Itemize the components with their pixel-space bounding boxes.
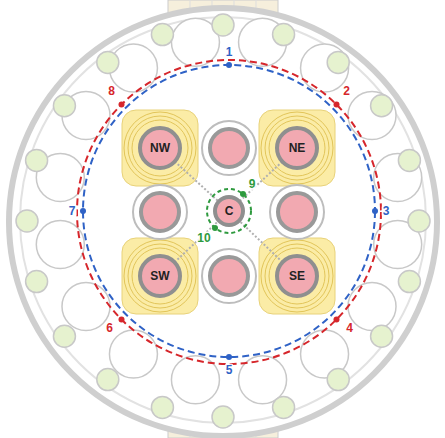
channel-circle xyxy=(62,283,110,331)
channel-circle xyxy=(408,210,430,232)
channel-circle xyxy=(53,325,75,347)
callout-dot xyxy=(226,62,232,68)
channel-circle xyxy=(97,369,119,391)
heater-coil xyxy=(124,112,196,184)
channel-circle xyxy=(151,396,173,418)
callout-number: 3 xyxy=(382,205,391,218)
callout-dot xyxy=(119,317,125,323)
channel-circle xyxy=(371,325,393,347)
channel-circle xyxy=(273,396,295,418)
callout-dot xyxy=(334,102,340,108)
heater-block xyxy=(122,238,198,314)
heater-coil xyxy=(261,240,333,312)
channel-circle xyxy=(301,44,349,92)
fuel-element: SW xyxy=(138,254,182,298)
element-label: NE xyxy=(289,141,306,155)
red-dashed-circle xyxy=(77,60,381,364)
element-circle xyxy=(140,256,180,296)
channel-circle xyxy=(26,149,48,171)
fuel-rod xyxy=(210,257,248,295)
callout-dot xyxy=(80,208,86,214)
element-label: SE xyxy=(289,269,305,283)
channel-circle xyxy=(398,149,420,171)
channel-circle xyxy=(151,24,173,46)
callout-number: 10 xyxy=(196,232,211,245)
channel-circle xyxy=(26,271,48,293)
channel-circle xyxy=(371,95,393,117)
channel-circle xyxy=(348,283,396,331)
fuel-rod xyxy=(141,193,179,231)
callout-number: 8 xyxy=(107,84,116,97)
heater-block xyxy=(122,110,198,186)
green-dashed-circle xyxy=(207,189,251,233)
rod-ring xyxy=(202,121,256,175)
blue-dashed-circle xyxy=(83,65,375,357)
heater-coil xyxy=(265,244,329,308)
callout-dot xyxy=(240,191,246,197)
heater-coil xyxy=(269,248,325,304)
element-circle xyxy=(215,197,243,225)
heater-coil xyxy=(261,112,333,184)
callout-dot xyxy=(226,354,232,360)
inner-vessel xyxy=(20,17,426,423)
callout-number: 6 xyxy=(105,321,114,334)
channel-circle xyxy=(109,330,157,378)
channel-circle xyxy=(53,95,75,117)
callout-dot xyxy=(212,225,218,231)
rod-ring xyxy=(133,185,187,239)
element-circle xyxy=(277,128,317,168)
channel-circle xyxy=(398,271,420,293)
outer-vessel xyxy=(9,8,437,436)
element-label: C xyxy=(225,204,234,218)
channel-circle xyxy=(212,406,234,428)
channel-circle xyxy=(212,14,234,36)
callout-number: 7 xyxy=(68,205,77,218)
rod-ring xyxy=(270,185,324,239)
element-circle xyxy=(140,128,180,168)
fuel-element: C xyxy=(213,195,245,227)
callout-number: 1 xyxy=(225,46,234,59)
channel-circle xyxy=(97,51,119,73)
heater-block xyxy=(259,110,335,186)
heater-coil xyxy=(132,120,188,176)
heater-coil xyxy=(265,116,329,180)
channel-circle xyxy=(327,369,349,391)
channel-circle xyxy=(273,24,295,46)
element-label: NW xyxy=(150,141,170,155)
channel-circle xyxy=(36,221,84,269)
callout-number: 2 xyxy=(342,84,351,97)
fuel-rod xyxy=(210,129,248,167)
callout-number: 5 xyxy=(225,364,234,377)
heater-coil xyxy=(128,244,192,308)
heater-coil xyxy=(132,248,188,304)
callout-dot xyxy=(334,317,340,323)
channel-circle xyxy=(327,51,349,73)
callout-number: 9 xyxy=(248,178,257,191)
rod-ring xyxy=(202,249,256,303)
callout-dot xyxy=(119,102,125,108)
heater-coil xyxy=(269,120,325,176)
heater-coil xyxy=(124,240,196,312)
element-circle xyxy=(277,256,317,296)
channel-circle xyxy=(16,210,38,232)
fuel-rod xyxy=(278,193,316,231)
callout-dot xyxy=(372,208,378,214)
channel-circle xyxy=(348,91,396,139)
element-label: SW xyxy=(150,269,169,283)
heater-coil xyxy=(128,116,192,180)
fuel-element: NW xyxy=(138,126,182,170)
callout-number: 4 xyxy=(345,321,354,334)
fuel-element: NE xyxy=(275,126,319,170)
fuel-element: SE xyxy=(275,254,319,298)
